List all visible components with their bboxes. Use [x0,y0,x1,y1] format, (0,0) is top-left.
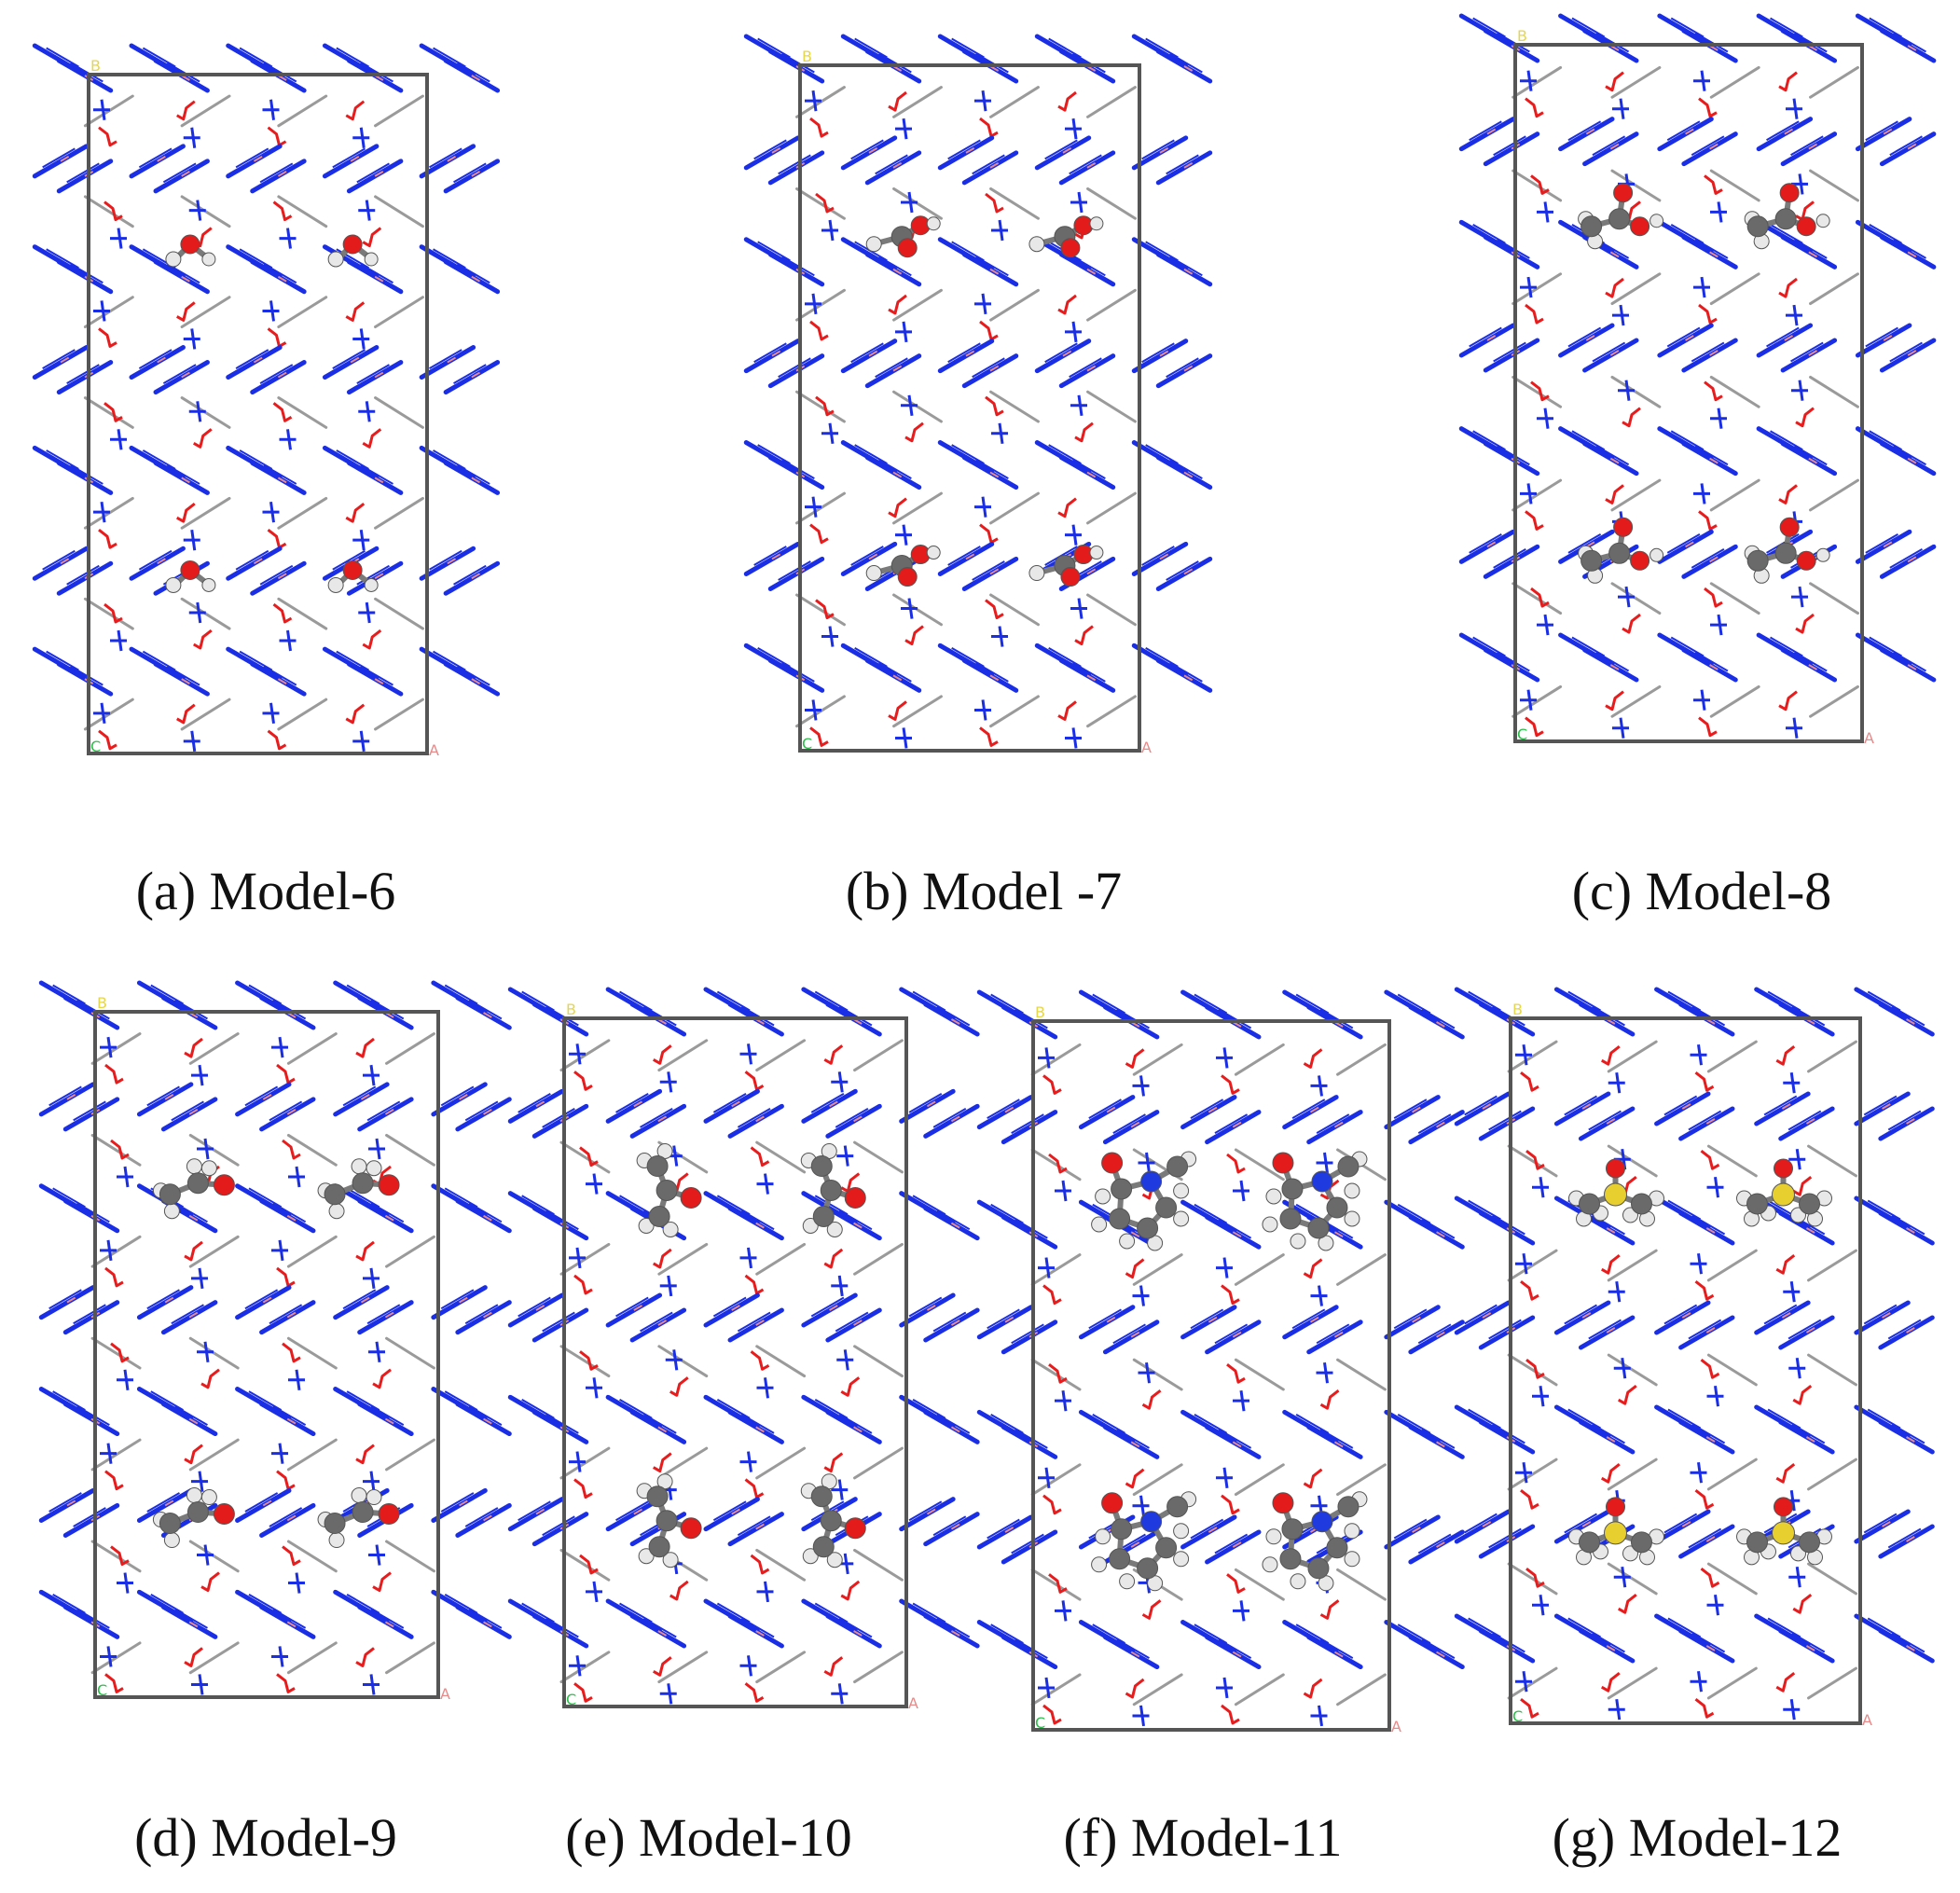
panel-a-unit-cell [87,73,429,755]
panel-d: B C A [38,980,512,1703]
panel-g-axis-b-label: B [1512,1001,1523,1018]
panel-g-axis-c-label: C [1512,1707,1523,1725]
panel-b-solvent-molecule [1028,215,1104,258]
panel-c-axis-b-label: B [1517,27,1527,45]
panel-c-unit-cell [1513,43,1864,743]
panel-e-unit-cell [562,1016,908,1708]
panel-c-solvent-molecule [1744,517,1830,584]
panel-d-solvent-molecule [317,1158,400,1220]
panel-d-axis-b-label: B [97,994,107,1012]
panel-e-solvent-molecule [636,1143,702,1237]
panel-g-solvent-molecule [1568,1497,1664,1566]
panel-c-axis-a-label: A [1864,729,1874,747]
panel-e-lattice [507,987,980,1705]
panel-a: B C A [32,43,501,759]
panel-e-axis-c-label: C [566,1691,576,1708]
panel-c-solvent-molecule [1744,183,1830,250]
panel-f-unit-cell [1031,1019,1391,1732]
panel-f: B C A [976,989,1465,1735]
panel-f-solvent-molecule [1091,1491,1197,1592]
panel-a-solvent-molecule [327,234,379,268]
panel-g-lattice [1454,987,1935,1720]
panel-d-unit-cell [93,1010,440,1699]
panel-a-axis-c-label: C [90,738,101,755]
panel-b-lattice [743,34,1213,749]
panel-d-solvent-molecule [152,1487,235,1549]
panel-g-solvent-molecule [1736,1497,1832,1566]
panel-f-axis-a-label: A [1391,1718,1401,1735]
panel-f-solvent-molecule [1091,1151,1197,1251]
panel-c-lattice [1458,13,1937,739]
panel-b-axis-b-label: B [802,48,812,65]
panel-e-solvent-molecule [636,1473,702,1568]
panel-d-lattice [38,980,512,1695]
panel-e-caption: (e) Model-10 [565,1807,852,1868]
panel-g-unit-cell [1509,1016,1862,1725]
panel-b-unit-cell [798,63,1141,753]
panel-d-solvent-molecule [317,1487,400,1549]
panel-f-caption: (f) Model-11 [1063,1807,1343,1868]
panel-a-caption: (a) Model-6 [135,861,396,921]
panel-e-axis-b-label: B [566,1001,576,1018]
panel-a-lattice [32,43,501,753]
panel-b-axis-a-label: A [1141,739,1152,756]
panel-f-axis-b-label: B [1035,1003,1045,1021]
panel-g: B C A [1454,987,1935,1729]
panel-e-solvent-molecule [800,1143,866,1237]
panel-b-solvent-molecule [865,215,941,258]
panel-g-solvent-molecule [1736,1158,1832,1227]
panel-c: B C A [1458,13,1937,747]
panel-c-solvent-molecule [1578,517,1664,584]
panel-f-solvent-molecule [1262,1491,1368,1592]
panel-g-caption: (g) Model-12 [1552,1807,1843,1868]
panel-a-axis-b-label: B [90,57,101,75]
panel-b: B C A [743,34,1213,756]
panel-e-axis-a-label: A [908,1694,918,1712]
panel-d-axis-c-label: C [97,1681,107,1699]
panel-b-caption: (b) Model -7 [845,861,1123,921]
panel-d-axis-a-label: A [440,1685,450,1703]
panel-e: B C A [507,987,980,1712]
panel-a-solvent-molecule [165,560,216,593]
panel-c-solvent-molecule [1578,183,1664,250]
panel-c-caption: (c) Model-8 [1571,861,1832,921]
panel-d-solvent-molecule [152,1158,235,1220]
panel-e-solvent-molecule [800,1473,866,1568]
panel-d-caption: (d) Model-9 [134,1807,397,1868]
panel-f-solvent-molecule [1262,1151,1368,1251]
panel-a-axis-a-label: A [429,741,439,759]
panel-b-solvent-molecule [1028,545,1104,587]
panel-f-axis-c-label: C [1035,1714,1045,1732]
panel-c-axis-c-label: C [1517,725,1527,743]
panel-b-solvent-molecule [865,545,941,587]
panel-g-axis-a-label: A [1862,1711,1872,1729]
panel-g-solvent-molecule [1568,1158,1664,1227]
panel-a-solvent-molecule [327,560,379,593]
panel-b-axis-c-label: C [802,735,812,753]
panel-a-solvent-molecule [165,234,216,268]
